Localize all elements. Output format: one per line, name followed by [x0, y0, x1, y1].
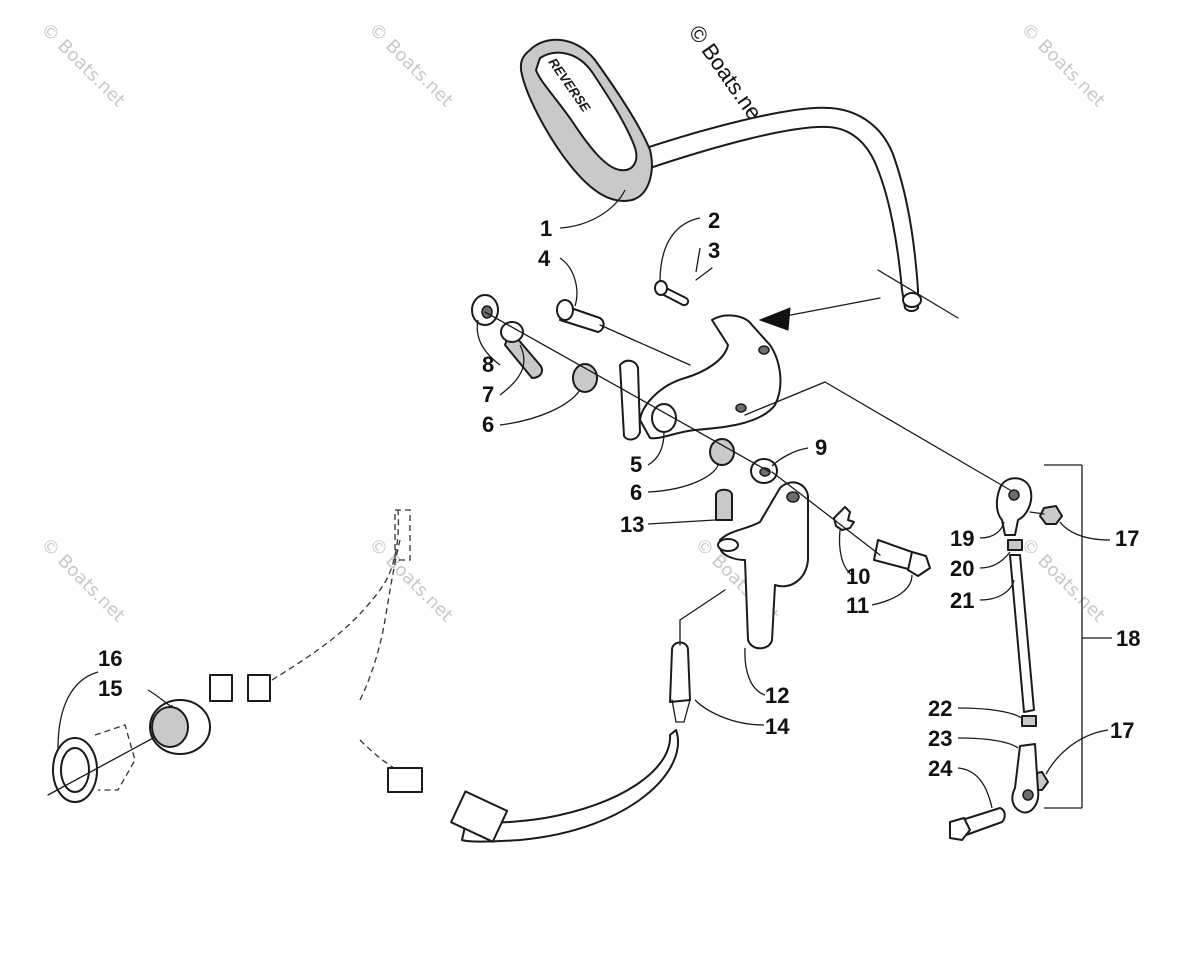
part-switch-bracket: [717, 481, 809, 650]
callout-16: 16: [98, 646, 122, 671]
callout-8: 8: [482, 352, 494, 377]
callout-24: 24: [928, 756, 953, 781]
callout-4: 4: [538, 246, 551, 271]
callout-2: 2: [708, 208, 720, 233]
callout-17: 17: [1110, 718, 1134, 743]
callout-18: 18: [1116, 626, 1140, 651]
callout-14: 14: [765, 714, 790, 739]
part-ignition-switch: [47, 509, 423, 803]
part-switch-cable: [450, 641, 691, 843]
watermark: © Boats.net: [1016, 534, 1108, 626]
watermark: © Boats.net: [36, 19, 128, 111]
callout-15: 15: [98, 676, 122, 701]
callout-19: 19: [950, 526, 974, 551]
callout-11: 11: [846, 593, 869, 618]
callout-6: 6: [482, 412, 494, 437]
callout-17: 17: [1115, 526, 1139, 551]
callout-labels: 1 2 3 4 5 6 6 7 8 9 10 11 12 13 14 15 16…: [98, 208, 1140, 781]
callout-1: 1: [540, 216, 552, 241]
watermark: © Boats.net: [364, 534, 456, 626]
copyright-text: © Boats.net: [684, 21, 771, 130]
callout-23: 23: [928, 726, 952, 751]
callout-7: 7: [482, 382, 494, 407]
watermark: © Boats.net: [364, 19, 456, 111]
part-lever: REVERSE: [519, 38, 922, 312]
callout-leaders: [57, 189, 1111, 809]
part-bracket: [619, 314, 782, 441]
callout-9: 9: [815, 435, 827, 460]
callout-10: 10: [846, 564, 870, 589]
part-linkage: [949, 477, 1040, 841]
callout-5: 5: [630, 452, 642, 477]
callout-13: 13: [620, 512, 644, 537]
callout-21: 21: [950, 588, 974, 613]
watermark: © Boats.net: [36, 534, 128, 626]
callout-20: 20: [950, 556, 974, 581]
callout-6: 6: [630, 480, 642, 505]
guide-lines: [484, 269, 1112, 809]
callout-22: 22: [928, 696, 952, 721]
callout-12: 12: [765, 683, 789, 708]
callout-3: 3: [708, 238, 720, 263]
watermark: © Boats.net: [1016, 19, 1108, 111]
